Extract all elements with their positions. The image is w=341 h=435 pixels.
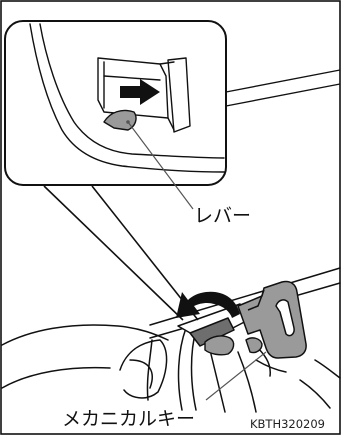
key-leader-line [206, 352, 266, 400]
callout-box [5, 21, 226, 185]
lever-label: レバー [194, 205, 251, 227]
key-grip [205, 336, 262, 355]
mechanical-key-label: メカニカルキー [62, 408, 195, 430]
figure-code: KBTH320209 [250, 417, 325, 431]
upper-right-lines [226, 70, 340, 106]
callout-wedge [44, 186, 198, 320]
